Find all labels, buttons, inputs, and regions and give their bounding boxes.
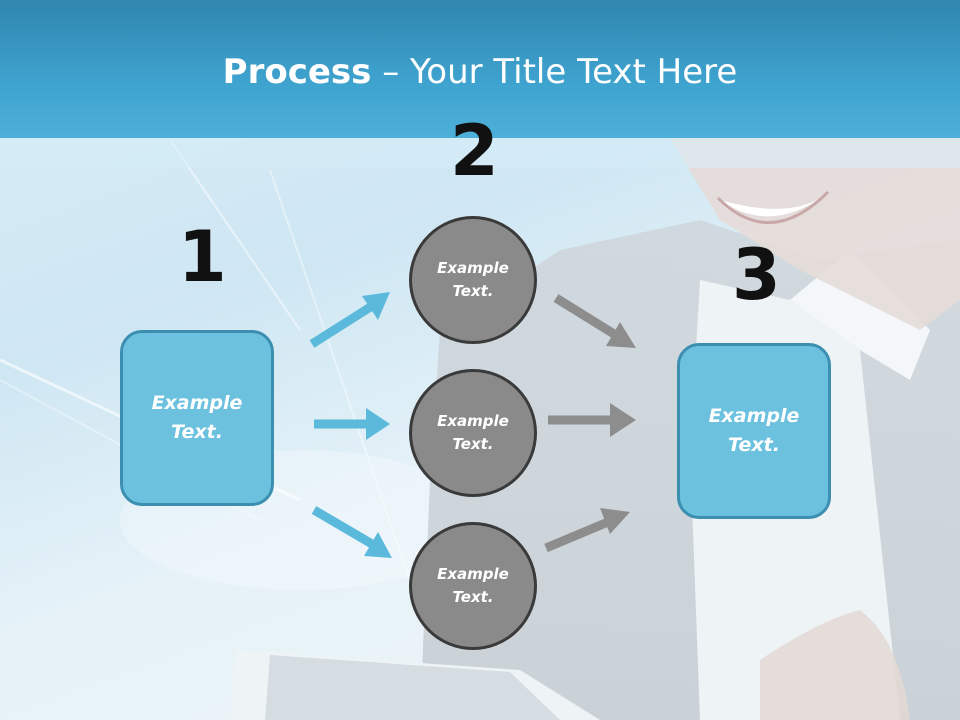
- circle-top-line2: Text.: [452, 282, 494, 300]
- title-separator: –: [371, 52, 411, 92]
- circle-middle-line2: Text.: [452, 435, 494, 453]
- step-number-3: 3: [732, 234, 781, 316]
- title-bold: Process: [222, 52, 372, 92]
- circle-middle-line1: Example: [437, 412, 509, 430]
- left-step-box: Example Text.: [120, 330, 274, 506]
- left-box-label-line2: Text.: [171, 421, 223, 443]
- page-title: Process – Your Title Text Here: [0, 52, 960, 92]
- step-number-2: 2: [450, 110, 499, 192]
- title-bar: [0, 0, 960, 138]
- circle-bottom: Example Text.: [409, 522, 537, 650]
- circle-bottom-line2: Text.: [452, 588, 494, 606]
- right-step-box: Example Text.: [677, 343, 831, 519]
- right-box-label-line1: Example: [708, 405, 800, 427]
- circle-middle: Example Text.: [409, 369, 537, 497]
- title-rest: Your Title Text Here: [410, 52, 738, 92]
- circle-top: Example Text.: [409, 216, 537, 344]
- left-box-label-line1: Example: [151, 392, 243, 414]
- step-number-1: 1: [178, 216, 227, 298]
- right-box-label-line2: Text.: [728, 434, 780, 456]
- circle-top-line1: Example: [437, 259, 509, 277]
- circle-bottom-line1: Example: [437, 565, 509, 583]
- header-band: [0, 138, 960, 168]
